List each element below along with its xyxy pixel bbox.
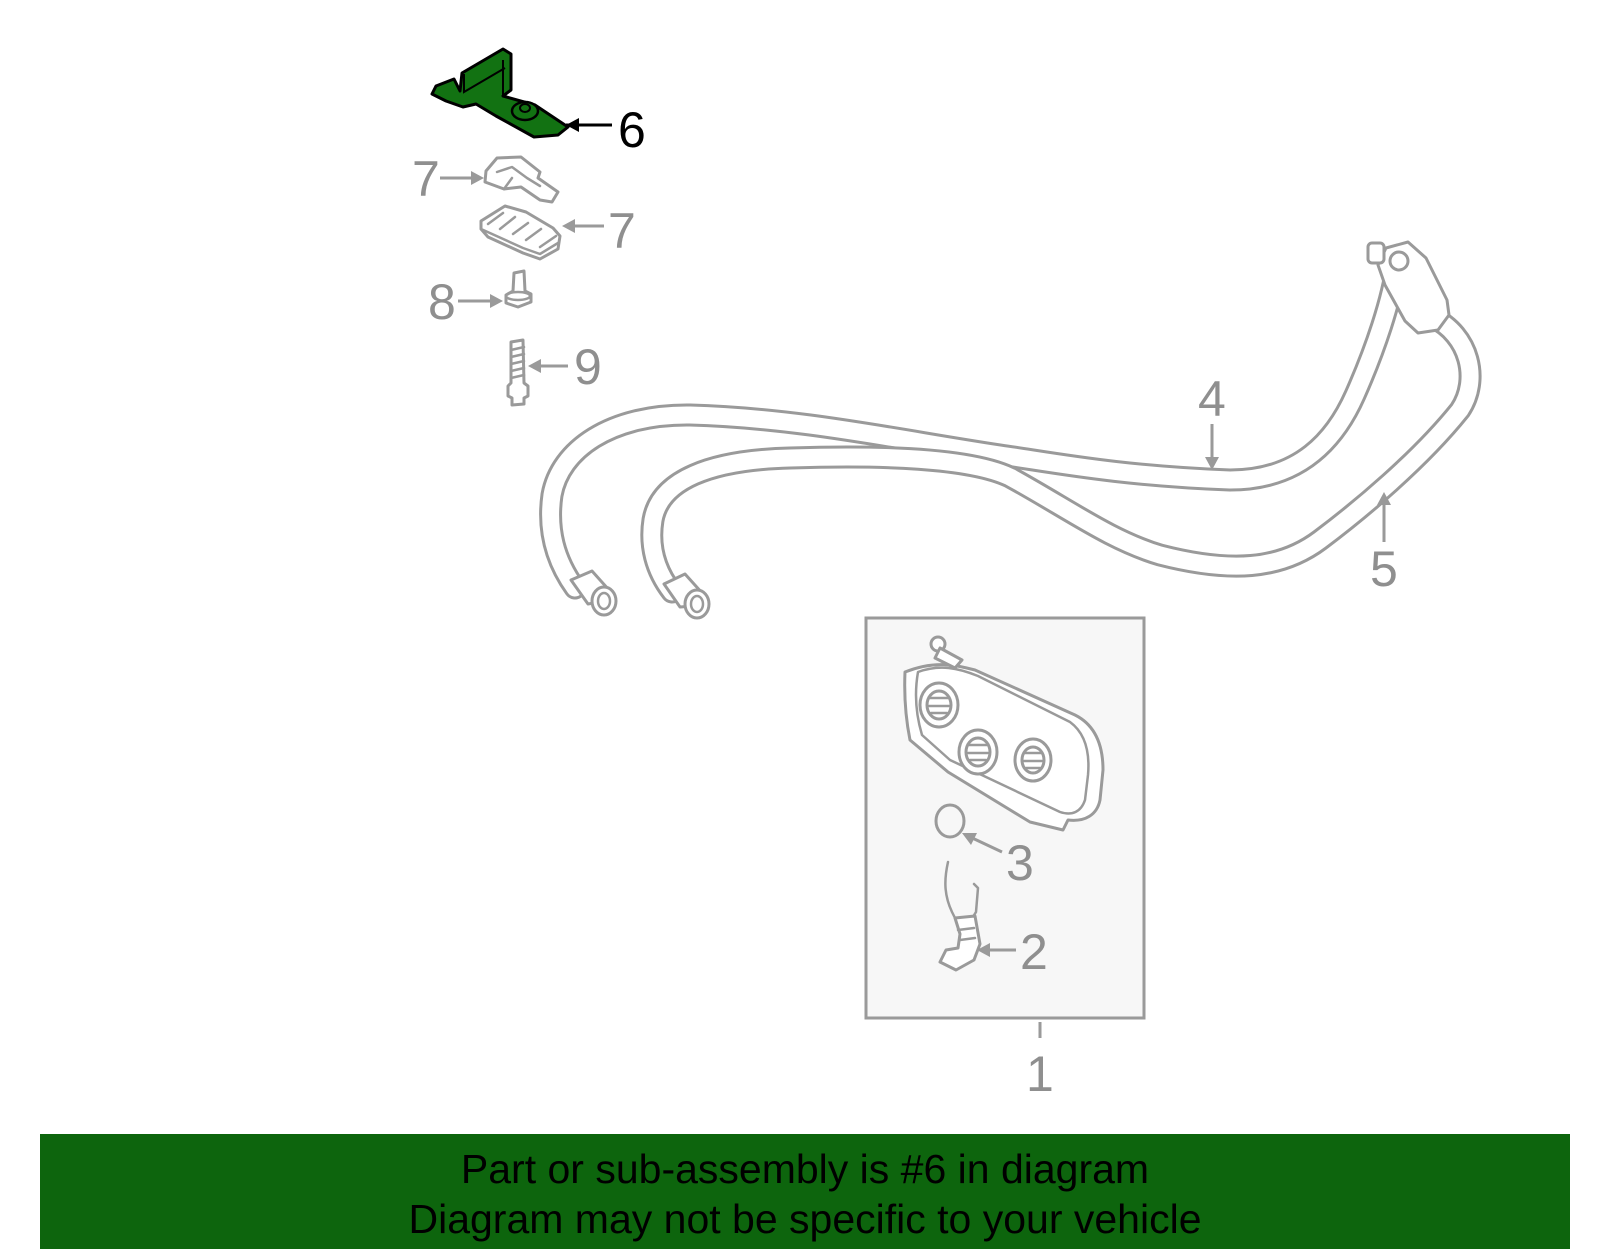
part-9-bolt[interactable] (506, 338, 530, 407)
callout-3-label: 3 (1006, 835, 1034, 891)
banner-part-note: Part or sub-assembly is #6 in diagram (460, 1146, 1150, 1192)
part-3-o-ring[interactable] (934, 803, 966, 839)
callout-9: 9 (528, 339, 602, 395)
callout-6: 6 (566, 102, 646, 158)
part-4-cooler-line[interactable] (539, 250, 1409, 600)
callout-1-label: 1 (1026, 1046, 1054, 1102)
part-7-clamp-lower[interactable] (479, 204, 562, 261)
callout-9-label: 9 (574, 339, 602, 395)
callout-3: 3 (962, 833, 1034, 891)
part-5-cooler-line[interactable] (640, 305, 1482, 604)
callout-7-upper: 7 (412, 151, 484, 207)
line-5-fitting (662, 572, 711, 620)
part-8-fastener[interactable] (504, 269, 533, 309)
callout-4: 4 (1198, 371, 1226, 470)
line-4-fitting (569, 569, 618, 617)
callout-6-label: 6 (618, 102, 646, 158)
callout-5-label: 5 (1370, 541, 1398, 597)
cooler-line-manifold (1366, 240, 1451, 335)
callout-7-upper-label: 7 (412, 151, 440, 207)
cooler-port-2 (957, 728, 999, 776)
callout-1: 1 (1026, 1022, 1054, 1102)
banner-disclaimer: Diagram may not be specific to your vehi… (408, 1196, 1202, 1242)
part-1-oil-cooler[interactable] (903, 635, 1105, 832)
part-7-clamp-upper[interactable] (483, 155, 560, 204)
callout-7-lower-label: 7 (608, 203, 636, 259)
callout-7-lower: 7 (562, 203, 636, 259)
callout-2: 2 (977, 924, 1048, 980)
part-6-bracket[interactable] (430, 47, 570, 139)
info-banner: Part or sub-assembly is #6 in diagram Di… (40, 1134, 1570, 1249)
callout-2-label: 2 (1020, 924, 1048, 980)
callout-8: 8 (428, 274, 503, 330)
cooler-port-3 (1013, 737, 1053, 783)
callout-4-label: 4 (1198, 371, 1226, 427)
callout-8-label: 8 (428, 274, 456, 330)
cooler-port-1 (918, 681, 960, 729)
callout-5: 5 (1370, 492, 1398, 597)
part-2-clip[interactable] (938, 860, 982, 972)
